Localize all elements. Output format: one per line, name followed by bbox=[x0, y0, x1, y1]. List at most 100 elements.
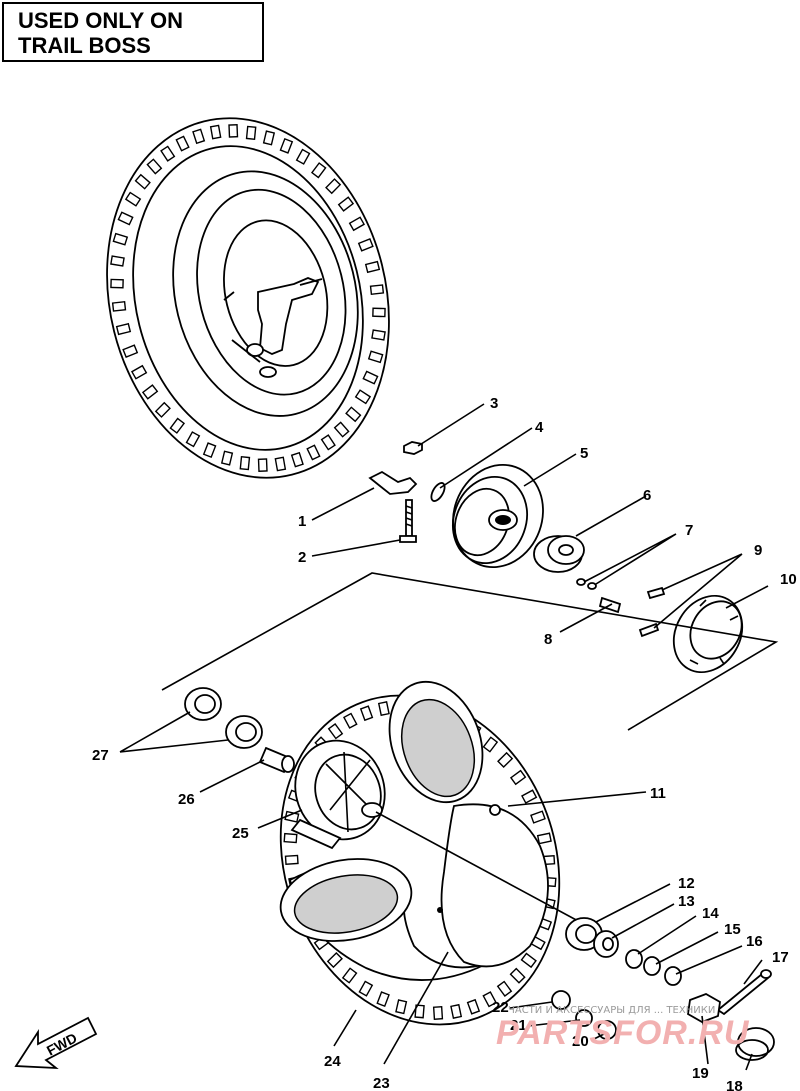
tread-lug bbox=[359, 705, 374, 722]
callout-27: 27 bbox=[92, 747, 109, 764]
callout-1: 1 bbox=[298, 513, 306, 530]
tread-lug bbox=[432, 1005, 444, 1020]
tread-lug bbox=[209, 124, 222, 140]
tread-lug bbox=[343, 712, 358, 729]
callout-8: 8 bbox=[544, 631, 552, 648]
part-9-screw-b bbox=[638, 622, 660, 638]
callout-22: 22 bbox=[492, 999, 509, 1016]
tread-lug bbox=[364, 260, 381, 274]
axle-parts bbox=[551, 917, 775, 1061]
tread-lug bbox=[341, 967, 358, 984]
watermark-text: ЧАСТИ И АКСЕССУАРЫ ДЛЯ ... ТЕХНИКИ bbox=[508, 1005, 715, 1016]
tread-lug bbox=[122, 344, 139, 358]
tread-lug bbox=[202, 442, 217, 459]
callout-2: 2 bbox=[298, 549, 306, 566]
tread-lug bbox=[326, 952, 343, 969]
tread-lug bbox=[325, 178, 342, 195]
tread-lug bbox=[345, 406, 362, 423]
tread-lug bbox=[337, 196, 355, 212]
assembled-wheel-illustration bbox=[106, 117, 390, 479]
tread-lug bbox=[175, 135, 190, 152]
tread-lug bbox=[348, 216, 366, 232]
part-1-bracket bbox=[368, 470, 418, 495]
part-13-spacer bbox=[593, 930, 619, 958]
part-7-washer-b bbox=[587, 582, 597, 590]
callout-21: 21 bbox=[510, 1017, 527, 1034]
tread-lug bbox=[369, 284, 385, 295]
tread-lug bbox=[110, 278, 124, 289]
tread-lug bbox=[450, 1003, 463, 1019]
callout-14: 14 bbox=[702, 905, 719, 922]
tread-lug bbox=[371, 329, 386, 341]
tread-lug bbox=[262, 130, 276, 146]
part-6-spacer bbox=[533, 535, 585, 573]
callout-9: 9 bbox=[754, 542, 762, 559]
callout-12: 12 bbox=[678, 875, 695, 892]
tread-lug bbox=[115, 322, 132, 336]
callout-20: 20 bbox=[572, 1033, 589, 1050]
tread-lug bbox=[466, 998, 481, 1015]
watermark-logo: PARTSFOR.RU bbox=[496, 1014, 750, 1052]
tread-lug bbox=[110, 255, 125, 267]
callout-5: 5 bbox=[580, 445, 588, 462]
part-7-washer-a bbox=[576, 578, 586, 586]
part-25-hub bbox=[290, 739, 386, 850]
tread-lug bbox=[284, 810, 300, 823]
banner-line-2: TRAIL BOSS bbox=[18, 33, 151, 58]
callout-26: 26 bbox=[178, 791, 195, 808]
callout-17: 17 bbox=[772, 949, 789, 966]
banner-line-1: USED ONLY ON bbox=[18, 8, 184, 33]
hub-parts bbox=[368, 441, 744, 674]
tread-lug bbox=[134, 173, 151, 190]
callout-10: 10 bbox=[780, 571, 797, 588]
callout-18: 18 bbox=[726, 1078, 743, 1091]
tread-lug bbox=[112, 232, 129, 246]
part-10-collar bbox=[672, 594, 744, 674]
tread-lug bbox=[146, 158, 163, 175]
tread-lug bbox=[358, 980, 374, 997]
callout-6: 6 bbox=[643, 487, 651, 504]
part-18-cap bbox=[737, 1027, 775, 1057]
tread-lug bbox=[130, 364, 148, 380]
part-27-bearing-b bbox=[225, 715, 263, 749]
tread-lug bbox=[354, 389, 372, 405]
tread-lug bbox=[376, 991, 390, 1008]
callout-13: 13 bbox=[678, 893, 695, 910]
tread-lug bbox=[482, 991, 497, 1008]
tread-lug bbox=[327, 723, 344, 740]
watermark: ЧАСТИ И АКСЕССУАРЫ ДЛЯ ... ТЕХНИКИ PARTS… bbox=[496, 1005, 750, 1052]
tread-lug bbox=[333, 421, 350, 438]
explode-boundary bbox=[161, 572, 779, 731]
callout-19: 19 bbox=[692, 1065, 709, 1082]
part-5-brake-drum bbox=[452, 463, 544, 569]
tread-lug bbox=[414, 1004, 425, 1019]
tread-lug bbox=[367, 350, 384, 364]
tread-lug bbox=[310, 162, 327, 179]
part-27-bearing-a bbox=[184, 687, 222, 721]
tread-lug bbox=[257, 458, 268, 472]
tread-lug bbox=[520, 952, 537, 969]
part-9-screw-a bbox=[646, 586, 666, 600]
tread-lug bbox=[111, 301, 127, 312]
part-14-washer bbox=[625, 949, 643, 969]
callout-24: 24 bbox=[324, 1053, 341, 1070]
used-only-banner: USED ONLY ON TRAIL BOSS bbox=[2, 2, 264, 62]
tread-lug bbox=[220, 450, 234, 466]
callout-25: 25 bbox=[232, 825, 249, 842]
tread-lug bbox=[497, 751, 514, 768]
part-21-washer bbox=[575, 1009, 593, 1027]
tread-lug bbox=[496, 980, 513, 997]
callout-15: 15 bbox=[724, 921, 741, 938]
part-19-nut bbox=[687, 993, 721, 1023]
tread-lug bbox=[160, 145, 176, 162]
tread-lug bbox=[239, 456, 251, 471]
tread-lug bbox=[192, 128, 206, 145]
tread-lug bbox=[274, 456, 287, 472]
tread-lug bbox=[536, 832, 552, 845]
tread-lug bbox=[530, 810, 546, 824]
tread-lug bbox=[169, 417, 186, 434]
tread-lug bbox=[279, 137, 294, 154]
tread-lug bbox=[284, 854, 299, 865]
callout-4: 4 bbox=[535, 419, 544, 436]
tread-lug bbox=[395, 999, 408, 1015]
